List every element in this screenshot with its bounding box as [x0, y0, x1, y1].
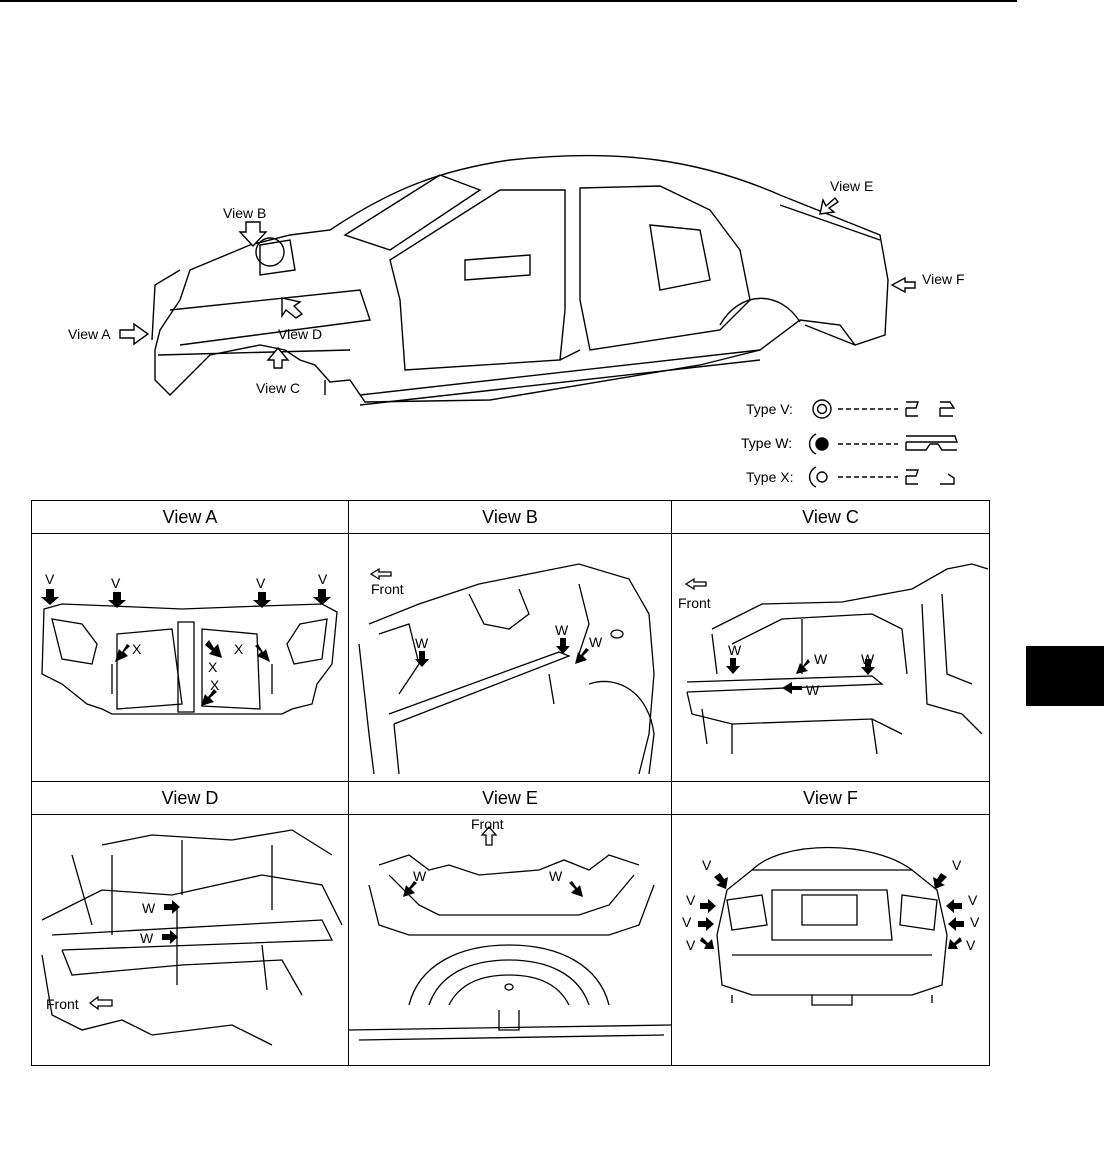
section-tab [1026, 646, 1104, 706]
view-b-label: View B [223, 205, 266, 221]
view-d-label: View D [278, 326, 322, 342]
view-a-weld-points: V V V V X X X X [41, 571, 331, 706]
view-e-drawing: Front W W [349, 816, 671, 1041]
view-c-drawing: Front W W W W [678, 563, 989, 755]
view-f-point-5: V [682, 914, 692, 930]
view-e-front-label: Front [471, 816, 504, 832]
view-a-panel: View A [32, 501, 349, 782]
view-a-point-5: X [132, 641, 142, 657]
view-e-label: View E [830, 178, 873, 194]
view-b-panel: View B Front [349, 501, 672, 782]
view-e-front-arrow [480, 826, 498, 846]
view-b-point-2: W [555, 622, 569, 638]
view-f-weld-points [698, 873, 964, 949]
view-c-label: View C [256, 380, 300, 396]
view-b-weld-points [415, 638, 589, 667]
view-b-arrow [238, 221, 268, 248]
view-e-arrow [819, 196, 840, 215]
view-c-weld-points [726, 658, 875, 694]
view-d-point-2: W [140, 930, 154, 946]
view-c-point-2: W [814, 651, 828, 667]
view-f-point-4: V [968, 892, 978, 908]
view-c-point-3: W [861, 651, 875, 667]
view-a-point-1: V [45, 571, 55, 587]
view-c-arrow [266, 346, 290, 369]
view-a-point-8: X [210, 677, 220, 693]
view-f-point-3: V [686, 892, 696, 908]
view-b-front-label: Front [371, 581, 404, 597]
view-b-point-1: W [415, 635, 429, 651]
view-f-point-8: V [966, 937, 976, 953]
view-a-point-6: X [208, 659, 218, 675]
view-e-weld-points [403, 881, 583, 897]
view-f-point-6: V [970, 914, 980, 930]
weld-type-legend: Type V: Type W: Type X: [741, 399, 958, 488]
legend-type-v-label: Type V: [746, 401, 793, 417]
view-f-point-1: V [702, 857, 712, 873]
view-e-point-1: W [413, 868, 427, 884]
view-b-title: View B [349, 501, 671, 534]
view-d-weld-points [162, 900, 180, 944]
view-c-point-4: W [806, 682, 820, 698]
view-arrows [119, 196, 916, 369]
view-c-panel: View C Front [672, 501, 989, 782]
view-d-point-1: W [142, 900, 156, 916]
view-b-point-3: W [589, 634, 603, 650]
view-a-title: View A [32, 501, 348, 534]
view-c-front-arrow [684, 577, 707, 591]
view-f-arrow [890, 276, 916, 294]
view-a-point-7: X [234, 641, 244, 657]
body-overview-diagram: View B View A View C View D View E View … [60, 150, 980, 490]
body-overview-svg: View B View A View C View D View E View … [68, 154, 965, 488]
view-e-panel: View E Front [349, 782, 672, 1065]
view-a-point-4: V [318, 571, 328, 587]
view-f-panel: View F [672, 782, 989, 1065]
view-f-drawing: V V V V V V V V [682, 846, 980, 1006]
view-d-arrow [281, 297, 304, 319]
view-a-drawing: V V V V X X X X [41, 571, 338, 715]
view-a-arrow [119, 322, 150, 346]
view-c-title: View C [672, 501, 989, 534]
view-f-title: View F [672, 782, 989, 815]
view-b-front-arrow [369, 567, 392, 581]
view-a-point-3: V [256, 575, 266, 591]
view-a-label: View A [68, 326, 111, 342]
view-d-panel: View D W W [32, 782, 349, 1065]
view-f-point-2: V [952, 857, 962, 873]
view-f-point-7: V [686, 937, 696, 953]
view-b-drawing: Front W W W [358, 563, 655, 775]
car-body-outline [151, 154, 889, 406]
view-d-front-label: Front [46, 996, 79, 1012]
view-d-title: View D [32, 782, 348, 815]
view-e-title: View E [349, 782, 671, 815]
legend-type-w-label: Type W: [741, 435, 792, 451]
view-d-front-arrow [88, 995, 113, 1011]
view-e-point-2: W [549, 868, 563, 884]
view-a-point-2: V [111, 575, 121, 591]
header-rule [0, 0, 1017, 2]
legend-type-x-label: Type X: [746, 469, 793, 485]
view-d-drawing: W W Front [41, 829, 343, 1046]
views-grid: View A [31, 500, 990, 1066]
view-c-point-1: W [728, 642, 742, 658]
view-c-front-label: Front [678, 595, 711, 611]
view-f-label: View F [922, 271, 965, 287]
